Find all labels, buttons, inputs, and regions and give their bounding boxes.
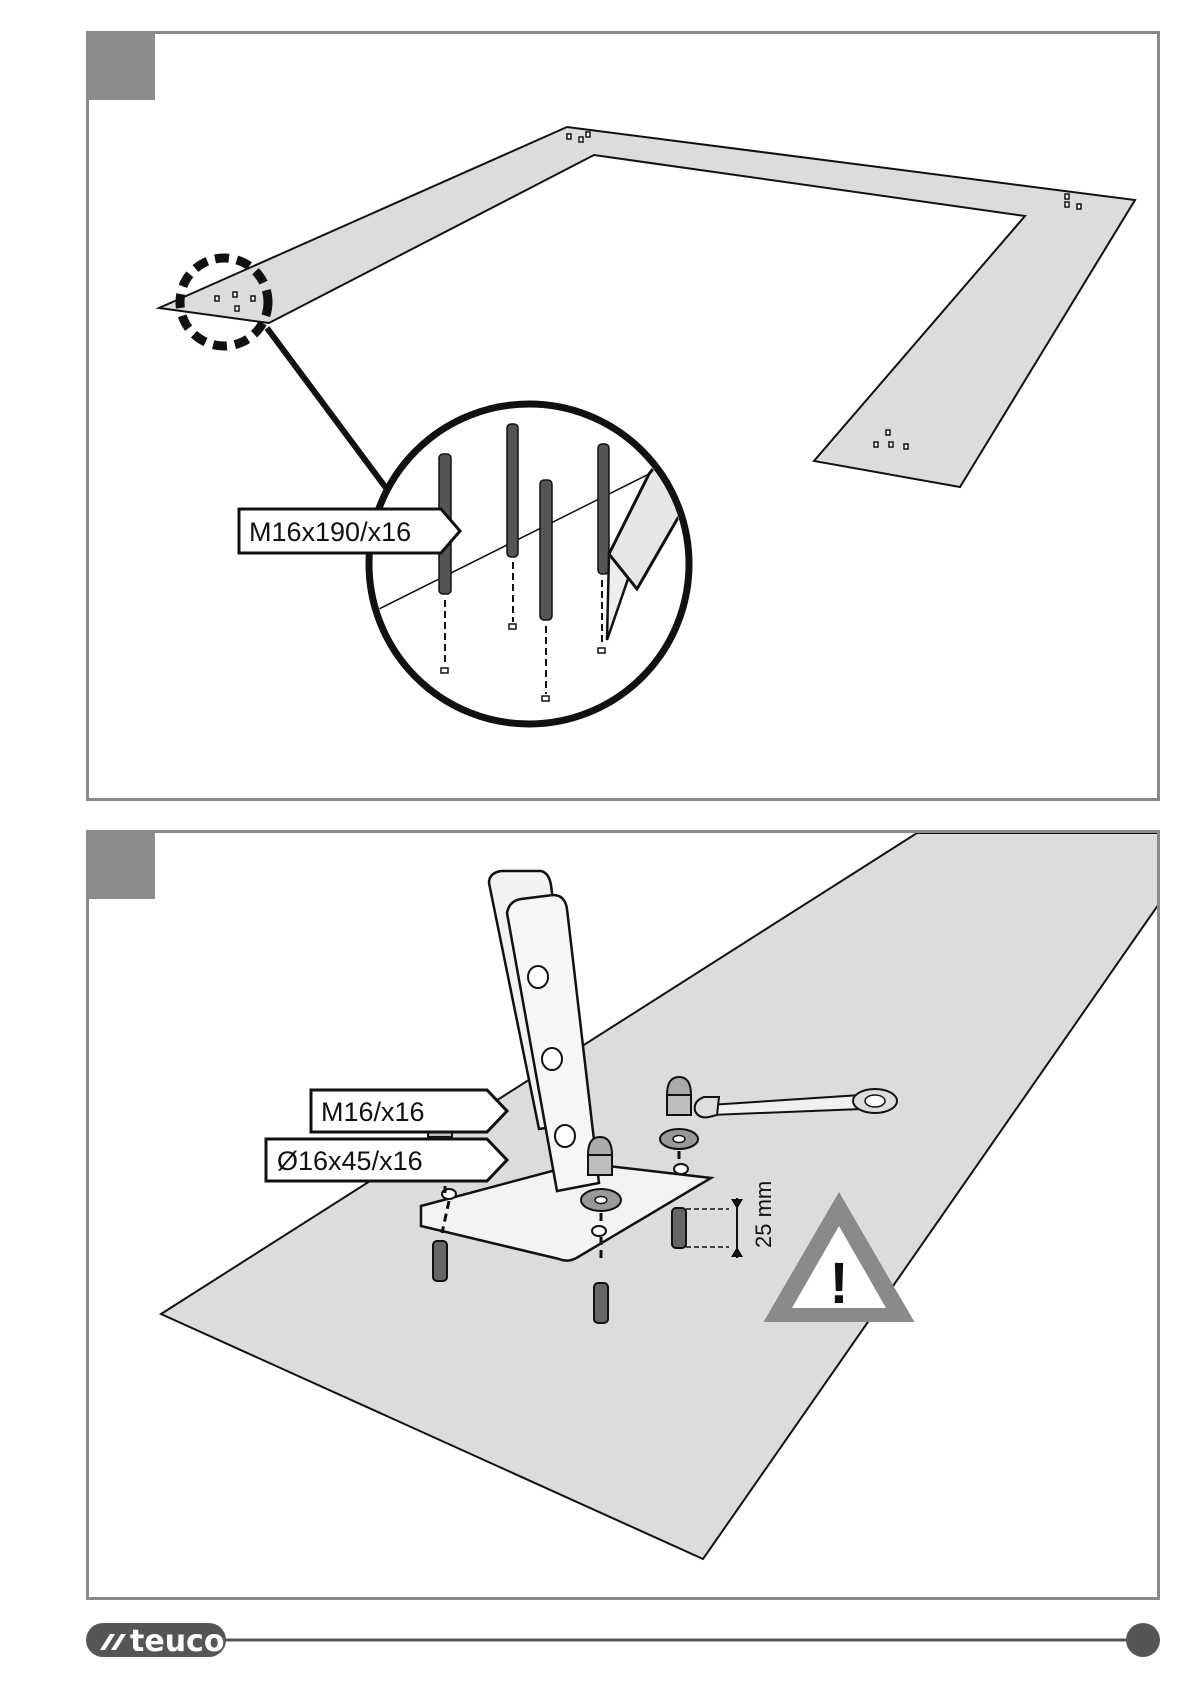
base-frame-footprint (159, 127, 1135, 487)
page-marker-dot (1126, 1623, 1160, 1657)
washer-callout-label: Ø16x45/x16 (277, 1146, 423, 1176)
nut-callout-label: M16/x16 (321, 1097, 425, 1127)
magnified-detail (359, 404, 722, 724)
nut-callout: M16/x16 (311, 1090, 507, 1132)
page-footer: teuco (86, 1620, 1160, 1660)
bolt-callout: M16x190/x16 (239, 509, 460, 553)
post-mounting-illustration: 25 mm ! M16/x16 Ø16x45/x16 (89, 833, 1160, 1600)
footer-bar: teuco (86, 1620, 1160, 1660)
warning-glyph: ! (829, 1251, 848, 1316)
frame-layout-illustration: M16x190/x16 (89, 34, 1160, 801)
step-panel-2: 25 mm ! M16/x16 Ø16x45/x16 (86, 830, 1160, 1600)
washer-callout: Ø16x45/x16 (266, 1139, 507, 1181)
detail-leader-line (267, 328, 389, 492)
bolt-callout-label: M16x190/x16 (249, 517, 411, 547)
dimension-label: 25 mm (751, 1181, 776, 1248)
brand-logo-text: teuco (130, 1624, 224, 1659)
step-panel-1: M16x190/x16 (86, 31, 1160, 801)
